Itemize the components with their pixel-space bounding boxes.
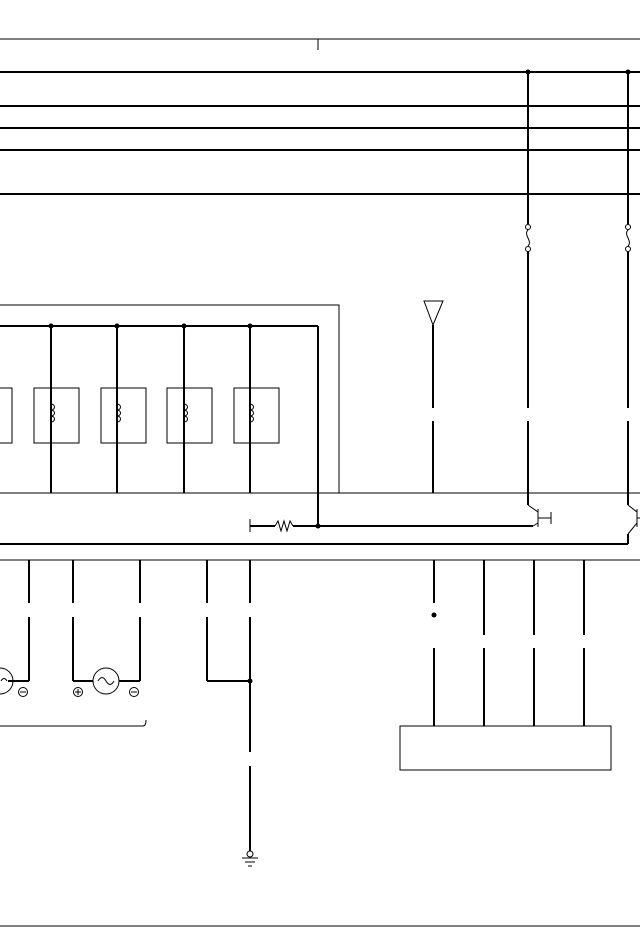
alternator-bracket xyxy=(0,719,147,727)
transistor-icon xyxy=(627,504,640,535)
connector-wires xyxy=(431,560,585,726)
alternator-1 xyxy=(0,667,29,697)
top-frame xyxy=(0,38,640,50)
coil-unit-4 xyxy=(233,323,280,493)
minus-terminal xyxy=(18,687,28,697)
inductor-coil-icon xyxy=(183,403,188,423)
ground-branch xyxy=(206,560,258,867)
right-feed-2 xyxy=(625,69,631,505)
plus-terminal xyxy=(73,687,83,697)
transistor-icon xyxy=(527,504,552,527)
right-feed-1 xyxy=(525,69,531,505)
coil-box-partial xyxy=(0,387,13,444)
ground-icon xyxy=(242,850,258,867)
coil-unit-3 xyxy=(166,323,213,493)
alternator-stubs xyxy=(28,560,141,681)
resistor-icon xyxy=(274,519,294,533)
transistor-2 xyxy=(627,504,640,535)
inductor-coil-icon xyxy=(116,403,121,423)
coil-unit-1 xyxy=(33,323,80,493)
bus-wires xyxy=(0,71,640,195)
coil-unit-2 xyxy=(100,323,147,493)
antenna-triangle-icon xyxy=(423,300,444,327)
connector-box xyxy=(399,725,612,771)
transistor-1 xyxy=(527,504,552,527)
alternator-2 xyxy=(73,667,140,697)
antenna xyxy=(423,300,444,493)
inductor-coil-icon xyxy=(249,403,254,423)
inductor-coil-icon xyxy=(50,403,55,423)
fuse-icon xyxy=(625,224,631,252)
minus-terminal xyxy=(129,687,139,697)
fuse-icon xyxy=(525,224,531,252)
resistor-line xyxy=(249,519,533,533)
